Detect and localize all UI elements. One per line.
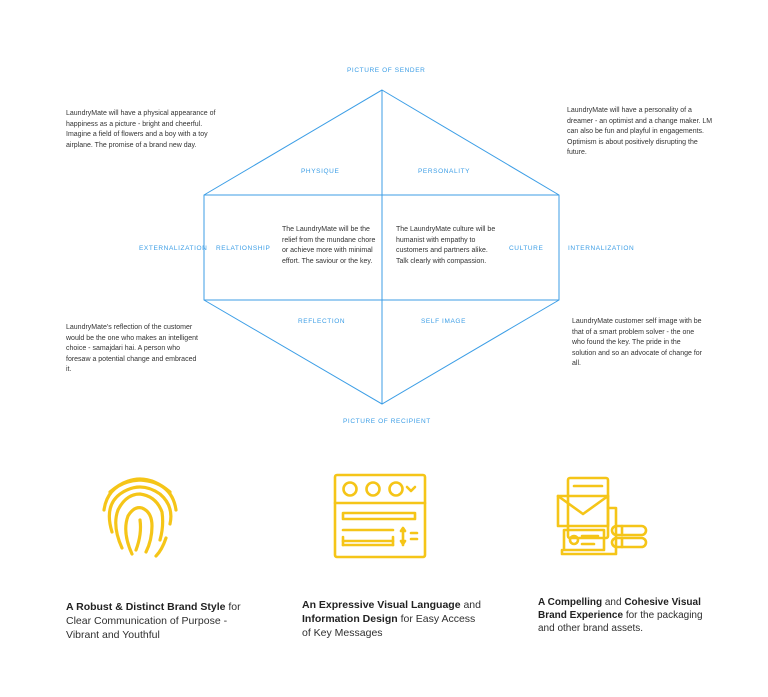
personality-note: LaundryMate will have a personality of a… <box>567 107 713 157</box>
feature-visual-language-bold: An Expressive Visual Language <box>302 599 461 611</box>
feature-visual-language-and: and <box>463 599 481 611</box>
externalization-label: EXTERNALIZATION <box>139 245 208 252</box>
feature-brand-experience-and: and <box>604 597 622 608</box>
feature-brand-experience-rest: for the packaging and other brand assets… <box>538 610 703 634</box>
feature-visual-language-rest: for Easy Access of Key Messages <box>302 613 476 639</box>
feature-cohesive-bold: Cohesive Visual Brand Experience <box>538 597 701 621</box>
relationship-label: RELATIONSHIP <box>216 245 271 252</box>
feature-brand-experience: A Compelling and Cohesive Visual Brand E… <box>538 596 710 635</box>
physique-note: LaundryMate will have a physical appeara… <box>66 110 216 149</box>
feature-brand-style-bold: A Robust & Distinct Brand Style <box>66 601 226 613</box>
internalization-label: INTERNALIZATION <box>568 245 635 252</box>
feature-brand-style: A Robust & Distinct Brand Style for Clea… <box>66 600 256 642</box>
self-image-note: LaundryMate customer self image with be … <box>572 318 702 368</box>
feature-visual-language: An Expressive Visual Language and Inform… <box>302 598 482 640</box>
culture-text: The LaundryMate culture will be humanist… <box>396 226 496 265</box>
picture-of-recipient-label: PICTURE OF RECIPIENT <box>343 418 431 425</box>
feature-information-design-bold: Information Design <box>302 613 398 625</box>
feature-brand-style-rest: for Clear Communication of Purpose - Vib… <box>66 601 241 641</box>
picture-of-sender-label: PICTURE OF SENDER <box>347 67 426 74</box>
interface-icon <box>333 473 427 559</box>
relationship-text: The LaundryMate will be the relief from … <box>282 226 376 265</box>
culture-label: CULTURE <box>509 245 544 252</box>
feature-compelling-bold: A Compelling <box>538 597 603 608</box>
self-image-label: SELF IMAGE <box>421 318 467 325</box>
personality-label: PERSONALITY <box>418 168 471 175</box>
physique-label: PHYSIQUE <box>301 168 340 175</box>
reflection-label: REFLECTION <box>298 318 346 325</box>
reflection-note: LaundryMate's reflection of the customer… <box>66 324 198 374</box>
fingerprint-icon <box>102 477 178 558</box>
brand-assets-icon <box>556 476 648 556</box>
